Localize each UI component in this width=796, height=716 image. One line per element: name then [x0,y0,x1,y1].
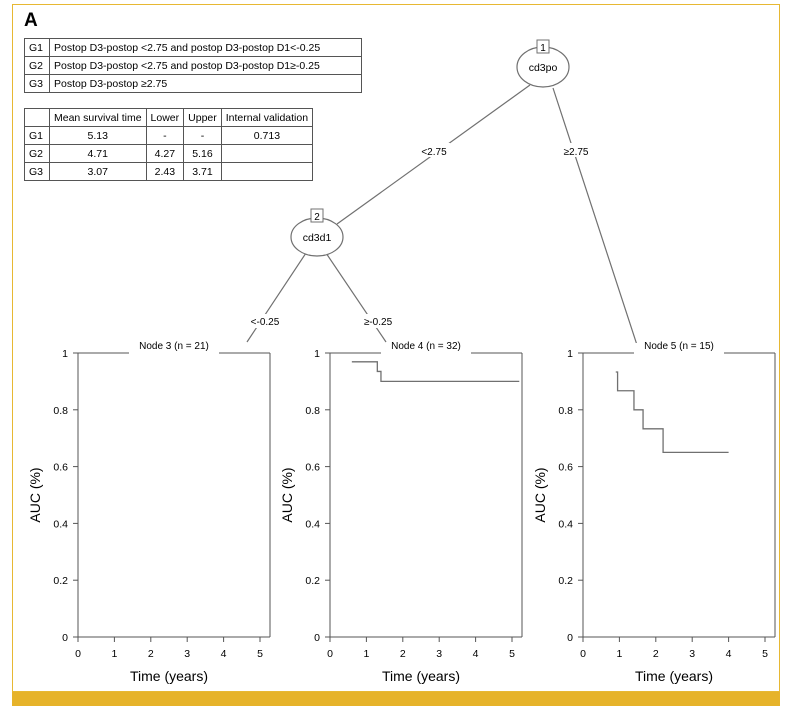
x-axis-label: Time (years) [382,668,460,684]
y-tick-label: 0.4 [558,518,573,530]
table-cell: 4.71 [49,144,147,163]
y-tick-label: 0 [314,632,320,644]
y-tick-label: 1 [567,348,573,360]
x-axis-label: Time (years) [130,668,208,684]
x-tick-label: 2 [148,648,154,660]
x-tick-label: 5 [509,648,515,660]
table-row: G1 5.13 - - 0.713 [24,126,314,145]
y-tick-label: 0.8 [53,405,68,417]
y-axis-label: AUC (%) [279,467,295,522]
x-tick-label: 3 [184,648,190,660]
y-tick-label: 0.6 [53,462,68,474]
table-cell [220,162,314,181]
edge-label: ≥2.75 [564,147,589,158]
x-tick-label: 2 [400,648,406,660]
y-tick-label: 1 [62,348,68,360]
y-tick-label: 1 [314,348,320,360]
y-axis-label: AUC (%) [532,467,548,522]
table-cell: 3.71 [183,162,222,181]
tree-edge [246,252,307,343]
node-label: cd3po [529,62,558,74]
table-cell: - [145,126,185,145]
edge-label: ≥-0.25 [364,317,393,328]
table-cell: G2 [24,144,50,163]
x-tick-label: 4 [726,648,732,660]
node-label: cd3d1 [303,232,332,244]
chart-title: Node 4 (n = 32) [391,341,461,352]
table-cell: 2.43 [145,162,185,181]
y-tick-label: 0.6 [558,462,573,474]
table-row: G3 3.07 2.43 3.71 [24,162,314,181]
x-tick-label: 4 [221,648,227,660]
edge-label: <2.75 [421,147,447,158]
table-cell: G3 [24,162,50,181]
x-axis-label: Time (years) [635,668,713,684]
y-tick-label: 0.2 [558,575,573,587]
table-row: G2 Postop D3-postop <2.75 and postop D3-… [24,56,362,75]
definition-cell: Postop D3-postop ≥2.75 [49,74,362,93]
chart-panel-3: Node 3 (n = 21) 0 0.2 0.4 0.6 0.8 1 0 1 2 3 4 5Time … [27,341,271,684]
x-tick-label: 5 [257,648,263,660]
table-cell: 4.27 [145,144,185,163]
node-id: 2 [314,212,320,223]
chart-title-bg [129,343,219,355]
figure-frame [12,4,780,692]
table-row: G3 Postop D3-postop ≥2.75 [24,74,362,93]
tree-edge [552,87,638,346]
y-tick-label: 0.4 [305,518,320,530]
x-tick-label: 5 [762,648,768,660]
table-row: G2 4.71 4.27 5.16 [24,144,314,163]
x-tick-label: 3 [689,648,695,660]
x-tick-label: 0 [580,648,586,660]
y-tick-label: 0.2 [53,575,68,587]
x-tick-label: 3 [436,648,442,660]
definition-cell: Postop D3-postop <2.75 and postop D3-pos… [49,56,362,75]
tree-edge [325,252,387,343]
chart-title-bg [381,343,471,355]
node-id: 1 [540,43,546,54]
y-tick-label: 0.8 [558,405,573,417]
chart-title-bg [634,343,724,355]
node-id-box [310,208,324,223]
x-tick-label: 1 [616,648,622,660]
y-axis-label: AUC (%) [27,467,43,522]
y-tick-label: 0.4 [53,518,68,530]
edge-label: <-0.25 [251,317,280,328]
y-tick-label: 0.8 [305,405,320,417]
chart-panel-5: Node 5 (n = 15) 0 0.2 0.4 0.6 0.8 1 0 1 2 3 4 5Time … [532,341,776,684]
chart-title: Node 3 (n = 21) [139,341,209,352]
group-cell: G3 [24,74,50,93]
chart-panel-4: Node 4 (n = 32) 0 0.2 0.4 0.6 0.8 1 0 1 2 3 4 5Time … [279,341,523,684]
y-tick-label: 0.6 [305,462,320,474]
table-cell: G1 [24,126,50,145]
x-tick-label: 2 [653,648,659,660]
chart-title: Node 5 (n = 15) [644,341,714,352]
x-tick-label: 0 [327,648,333,660]
y-tick-label: 0.2 [305,575,320,587]
survival-charts: Node 3 (n = 21) 0 0.2 0.4 0.6 0.8 1 0 1 2 3 4 5Time … [27,341,776,684]
node-id-box [536,39,550,54]
group-definition-table: G1 Postop D3-postop <2.75 and postop D3-… [24,38,362,93]
y-tick-label: 0 [567,632,573,644]
x-tick-label: 1 [111,648,117,660]
survival-step-line [615,371,729,454]
y-tick-label: 0 [62,632,68,644]
x-tick-label: 0 [75,648,81,660]
survival-step-line [351,361,520,383]
survival-stats-table: Mean survival time Lower Upper Internal … [24,108,314,181]
bottom-accent-bar [12,692,780,706]
table-cell: 3.07 [49,162,147,181]
x-tick-label: 1 [363,648,369,660]
x-tick-label: 4 [473,648,479,660]
panel-letter: A [24,10,38,31]
